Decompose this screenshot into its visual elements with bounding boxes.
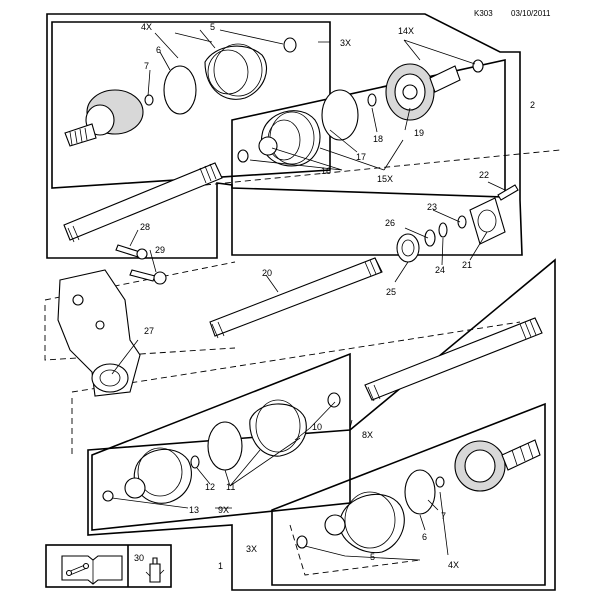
callout-22: 22 [479,170,489,180]
grease-tube-icon [145,557,165,583]
inner-boot-upper [237,110,321,167]
bolt-28 [115,244,148,260]
boot-10-lower [249,399,307,457]
callout-11: 11 [226,482,235,492]
outer-cv-joint-lower [454,439,541,492]
circlip-upper [144,94,154,106]
bearing-25-inner [401,239,415,257]
leader-lines [111,29,506,561]
callout-8x: 8X [362,430,373,440]
manual-book-icon [61,555,123,585]
callout-5-lower: 5 [370,552,375,562]
callout-4x: 4X [141,22,152,32]
clamp-ring-upper [163,65,197,115]
callout-9x: 9X [218,505,229,515]
frame-assembly-1 [87,258,556,591]
callout-26: 26 [385,218,395,228]
callout-16: 16 [321,166,331,176]
outer-boot-upper [204,37,297,100]
callout-29: 29 [155,245,165,255]
shaft-upper [63,162,223,243]
callout-1: 1 [218,561,223,571]
callout-18: 18 [373,134,383,144]
callout-7: 7 [144,61,149,71]
legend-number: 30 [134,553,144,563]
callout-27: 27 [144,326,154,336]
callout-13: 13 [189,505,199,515]
callout-3x: 3X [340,38,351,48]
callout-14x: 14X [398,26,414,36]
callout-6: 6 [156,45,161,55]
snap-ring-upper [367,93,377,107]
guide-bottom [289,524,421,576]
frame-assembly-2 [46,13,523,259]
bearing-25 [396,233,420,263]
frame-outer-cv-lower [271,402,546,586]
callout-17: 17 [356,152,366,162]
bolt-22 [497,184,519,201]
ring-23 [457,215,467,229]
intermediate-shaft-20 [209,257,383,339]
ring-26 [424,229,436,247]
callout-20: 20 [262,268,272,278]
callout-10: 10 [312,422,322,432]
clamp-ring-outer-lower [404,469,436,515]
callout-12: 12 [205,482,215,492]
frame-outer-cv-upper [51,21,331,189]
callout-4x-lower: 4X [448,560,459,570]
callout-6-lower: 6 [422,532,427,542]
callout-25: 25 [386,287,396,297]
clamp-ring-lower [207,421,243,471]
circlip-outer-lower [435,476,445,488]
diagram-code: K303 [474,9,493,18]
callout-21: 21 [462,260,472,270]
callout-5: 5 [210,22,215,32]
circlip-lower [190,455,200,469]
callout-15x: 15X [377,174,393,184]
callout-7-lower: 7 [441,511,446,521]
flange-21 [469,197,506,245]
ring-24 [438,222,448,238]
callout-3x-lower: 3X [246,544,257,554]
inner-boot-lower [102,447,192,504]
callout-19: 19 [414,128,424,138]
callout-2: 2 [530,100,535,110]
bearing-bracket [57,269,141,397]
clamp-ring-inner-upper [321,89,359,141]
ring-lower-8x [327,392,341,408]
callouts: 4X 5 6 7 3X 14X 2 18 19 17 16 15X 22 23 … [140,22,535,571]
callout-28: 28 [140,222,150,232]
tripod-joint-upper [385,59,484,121]
guide-lower [71,321,521,455]
diagram-date: 03/10/2011 [511,9,551,18]
outer-cv-joint-upper [64,89,144,147]
callout-24: 24 [435,265,445,275]
legend-box: 30 [45,544,172,588]
shaft-lower [364,317,543,402]
bolt-29 [129,269,167,285]
outer-boot-lower [296,491,405,554]
callout-23: 23 [427,202,437,212]
